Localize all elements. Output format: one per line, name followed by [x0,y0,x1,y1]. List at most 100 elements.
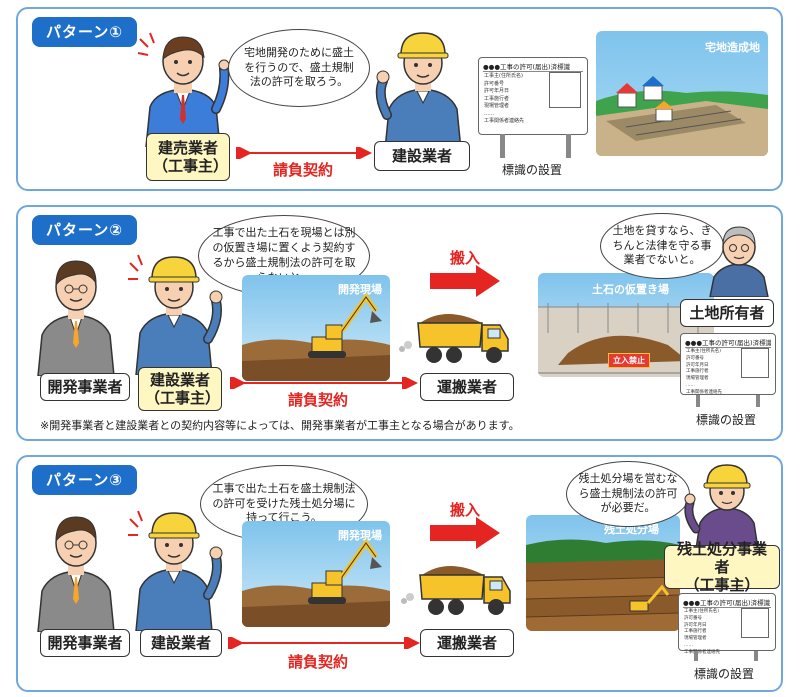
pattern1-contract-arrow [236,147,372,159]
landowner-label: 土地所有者 [680,299,774,327]
contractor-label: 建設業者 [374,141,470,171]
contractor-label-text: 建設業者 [391,147,452,165]
pattern1-speech-bubble: 宅地開発のために盛土を行うので、盛土規制法の許可を取ろう。 [228,29,370,107]
builder-seller-label: 建売業者 （工事主） [146,133,230,181]
sign-line: 工事施行者 [484,95,510,102]
sign-line: 工事主(住所氏名) [684,609,720,614]
pattern3-sign-lines: 工事主(住所氏名) 許可番号 許可年月日 工事施行者 現場管理者 …… 工事関係… [684,609,720,656]
no-entry-sign: 立入禁止 [608,353,650,368]
sign-line: 現場管理者 [684,636,707,641]
landowner-label-text: 土地所有者 [689,304,765,322]
residential-site-scene: 宅地造成地 [596,31,768,156]
pattern3-panel: パターン③ 工事で出た土石を盛土規制法の許可を受けた残土処分場に持って行こう。 [16,455,783,692]
sign-line: 工事施行者 [684,629,707,635]
pattern2-contract-label: 請負契約 [288,391,349,409]
excavator-site-illustration [242,538,390,627]
landowner-illustration [709,226,769,297]
residential-site-illustration [596,76,768,156]
sign-line: 工事関係者連絡先 [484,118,525,124]
pattern2-sign-legs [696,395,760,407]
disposer-owner-label: 残土処分事業者 （工事主） [664,540,780,594]
pattern3-carry-label: 搬入 [450,501,481,519]
sign-line: …… [484,110,494,117]
residential-site-label: 宅地造成地 [705,41,760,54]
pattern3-carry-arrow [430,517,500,549]
disposer-illustration [684,464,759,549]
pattern3-sign-grid [741,608,769,638]
contractor-illustration [128,254,223,375]
pattern2-carry-arrow [430,265,500,297]
pattern2-title: パターン② [32,215,137,245]
developer-illustration [37,516,115,632]
sign-line: 許可番号 [484,80,505,87]
pattern2-sign-lines: 工事主(住所氏名) 許可番号 許可年月日 工事施行者 現場管理者 …… 工事関係… [686,349,722,396]
sign-line: 工事関係者連絡先 [686,389,722,395]
pattern3-sign-caption: 標識の設置 [694,667,755,681]
dump-truck-illustration [401,566,511,615]
sign-line: 許可番号 [684,615,702,621]
pattern1-title: パターン① [32,17,137,47]
pattern1-contract-label: 請負契約 [273,161,334,179]
developer-label-text: 開発事業者 [47,634,123,652]
sign-line: 工事主(住所氏名) [686,349,722,354]
pattern2-development-site: 開発現場 [242,275,390,381]
excavator-site-illustration [242,292,390,381]
pattern2-footnote: ※開発事業者と建設業者との契約内容等によっては、開発事業者が工事主となる場合があ… [40,419,520,432]
pattern2-panel: パターン② 工事で出た土石を現場とは別の仮置き場に置くよう契約するから盛土規制法… [16,205,783,441]
pattern2-contract-arrow [230,377,418,389]
pattern1-sign-title: ●●●工事の許可(届出)済標識 [483,61,583,72]
pattern3-title: パターン③ [32,465,137,495]
pattern3-contract-arrow [228,637,420,649]
pattern1-speech-text: 宅地開発のために盛土を行うので、盛土規制法の許可を取ろう。 [244,45,354,89]
sign-line: 許可年月日 [684,622,707,628]
sign-line: 許可年月日 [686,362,709,368]
disposer-owner-label-line1: 残土処分事業者 [676,540,767,576]
pattern3-sign-legs [694,651,758,661]
pattern1-sign-caption: 標識の設置 [502,163,563,177]
pattern1-sign-legs [500,134,571,158]
contractor-label: 建設業者 [140,629,222,657]
sign-line: 工事主(住所氏名) [484,73,523,79]
developer-label: 開発事業者 [40,629,130,657]
pattern1-panel: パターン① 宅地開発のために盛土を行うので、盛土規制法の許可を取ろう。 建売業者… [16,7,783,191]
hauler-label: 運搬業者 [420,373,514,401]
landowner-speech-text: 土地を貸すなら、きちんと法律を守る事業者でないと。 [612,223,712,267]
builder-seller-label-line2: （工事主） [153,157,229,175]
disposer-owner-label-line2: （工事主） [684,576,760,594]
pattern3-speech-text: 工事で出た土石を盛土規制法の許可を受けた残土処分場に持って行こう。 [212,481,356,525]
pattern2-site-label: 開発現場 [338,283,382,296]
landowner-speech-bubble: 土地を貸すなら、きちんと法律を守る事業者でないと。 [600,213,724,279]
pattern3-contract-label: 請負契約 [288,653,349,671]
pattern3-development-site: 開発現場 [242,521,390,627]
pattern1-sign-grid [549,72,581,108]
pattern3-sign-board: ●●●工事の許可(届出)済標識 工事主(住所氏名) 許可番号 許可年月日 工事施… [678,593,776,655]
sign-line: …… [686,382,695,388]
contractor-label-text: 建設業者 [150,634,211,652]
disposer-speech-bubble: 残土処分場を営むなら盛土規制法の許可が必要だ。 [566,461,690,527]
pattern3-site-label: 開発現場 [338,529,382,542]
contractor-illustration [375,32,462,150]
developer-label: 開発事業者 [40,373,130,401]
pattern1-sign-lines: 工事主(住所氏名) 許可番号 許可年月日 工事施行者 現場管理者 …… 工事関係… [484,73,524,126]
storage-yard-label: 土石の仮置き場 [592,283,669,296]
pattern2-sign-grid [741,348,769,378]
hauler-label-text: 運搬業者 [436,378,497,396]
disposer-speech-text: 残土処分場を営むなら盛土規制法の許可が必要だ。 [578,471,678,515]
contractor-owner-label-line2: （工事主） [145,389,221,407]
contractor-owner-label-line1: 建設業者 [149,371,210,389]
pattern2-sign-caption: 標識の設置 [696,413,757,427]
developer-label-text: 開発事業者 [47,378,123,396]
sign-line: 許可番号 [686,355,704,361]
disposal-site-illustration [526,539,680,631]
pattern2-sign-board: ●●●工事の許可(届出)済標識 工事主(住所氏名) 許可番号 許可年月日 工事施… [680,333,776,395]
pattern2-carry-label: 搬入 [450,249,481,267]
disposal-site-scene: 残土処分場 [526,515,680,631]
sign-line: 工事関係者連絡先 [684,649,720,655]
pattern3-sign-title: ●●●工事の許可(届出)済標識 [683,599,771,608]
sign-line: 工事施行者 [686,369,709,375]
sign-line: 許可年月日 [484,88,510,94]
contractor-illustration [128,510,223,631]
dump-truck-illustration [399,314,509,363]
hauler-label-text: 運搬業者 [436,634,497,652]
pattern2-sign-title: ●●●工事の許可(届出)済標識 [685,339,771,348]
